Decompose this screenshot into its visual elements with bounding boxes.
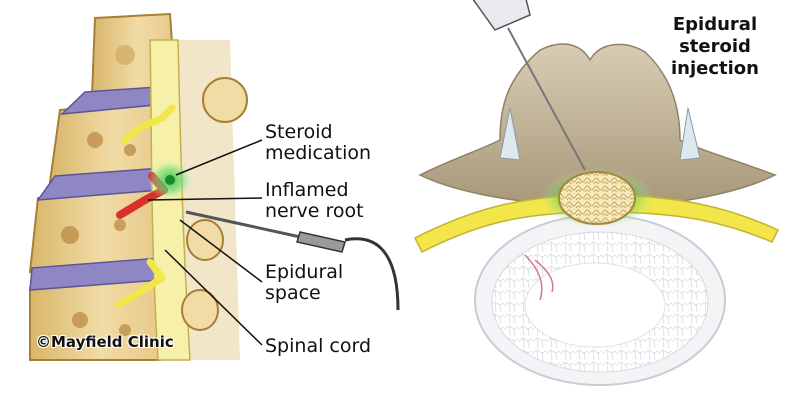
figure-title: Epidural steroid injection (645, 14, 785, 80)
copyright-credit: ©Mayfield Clinic (36, 333, 174, 351)
spinal-cord (559, 172, 635, 224)
label-spinal-cord: Spinal cord (265, 336, 371, 357)
steroid-drop-icon (165, 175, 175, 185)
label-epidural-space: Epidural space (265, 262, 343, 304)
label-steroid-medication: Steroid medication (265, 122, 371, 164)
label-inflamed-nerve-root: Inflamed nerve root (265, 180, 364, 222)
